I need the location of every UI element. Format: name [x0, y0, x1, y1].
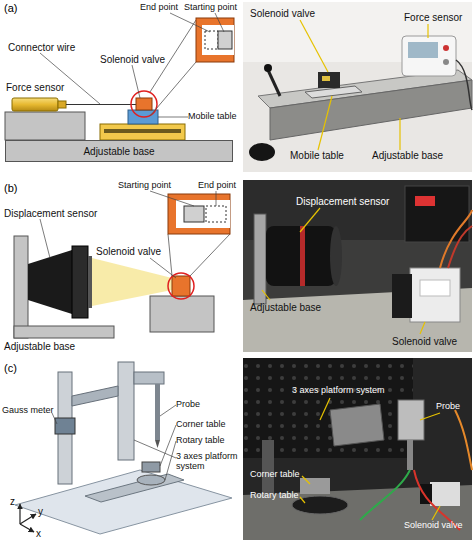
- photo-label: Rotary table: [250, 491, 299, 501]
- part-label: Gauss meter: [2, 406, 54, 416]
- part-label: 3 axes platform system: [176, 452, 242, 472]
- axis-label: x: [36, 528, 41, 539]
- panel-letter: (a): [4, 2, 17, 14]
- photo-label: Mobile table: [290, 150, 344, 161]
- part-label: Starting point: [118, 181, 171, 191]
- photo-label: Adjustable base: [372, 150, 443, 161]
- part-label: Probe: [176, 400, 200, 410]
- part-label: Rotary table: [176, 436, 225, 446]
- box-text: Adjustable base: [83, 146, 154, 157]
- part-label: Connector wire: [8, 42, 75, 53]
- magnetic-test-schematic: [15, 362, 232, 534]
- part-label: Mobile table: [188, 112, 237, 122]
- part-label: Corner table: [176, 420, 226, 430]
- part-label: End point: [140, 3, 178, 13]
- photo-label: Solenoid valve: [404, 521, 463, 531]
- part-label: End point: [198, 181, 236, 191]
- photo-label: Displacement sensor: [296, 196, 389, 207]
- photo-label: Probe: [436, 402, 460, 412]
- part-label: Solenoid valve: [96, 246, 161, 257]
- part-label: Adjustable base: [4, 341, 75, 352]
- part-label: Displacement sensor: [4, 208, 97, 219]
- axis-label: z: [10, 496, 15, 507]
- photo-label: Adjustable base: [250, 302, 321, 313]
- photo-label: Corner table: [250, 470, 300, 480]
- part-label: Starting point: [184, 3, 237, 13]
- photo-label: Solenoid valve: [250, 8, 315, 19]
- photo-label: Force sensor: [404, 12, 462, 23]
- part-label: Force sensor: [6, 82, 64, 93]
- photo-label: 3 axes platform system: [292, 386, 385, 396]
- panel-letter: (c): [4, 362, 17, 374]
- photo-label: Solenoid valve: [392, 336, 457, 347]
- magnetic-test-photo: [243, 358, 472, 540]
- part-label: Solenoid valve: [100, 54, 165, 65]
- base-box: Adjustable base: [5, 140, 233, 162]
- panel-letter: (b): [4, 182, 17, 194]
- displacement-test-photo: [243, 180, 472, 352]
- axis-label: y: [38, 506, 43, 517]
- force-test-photo: [243, 2, 472, 172]
